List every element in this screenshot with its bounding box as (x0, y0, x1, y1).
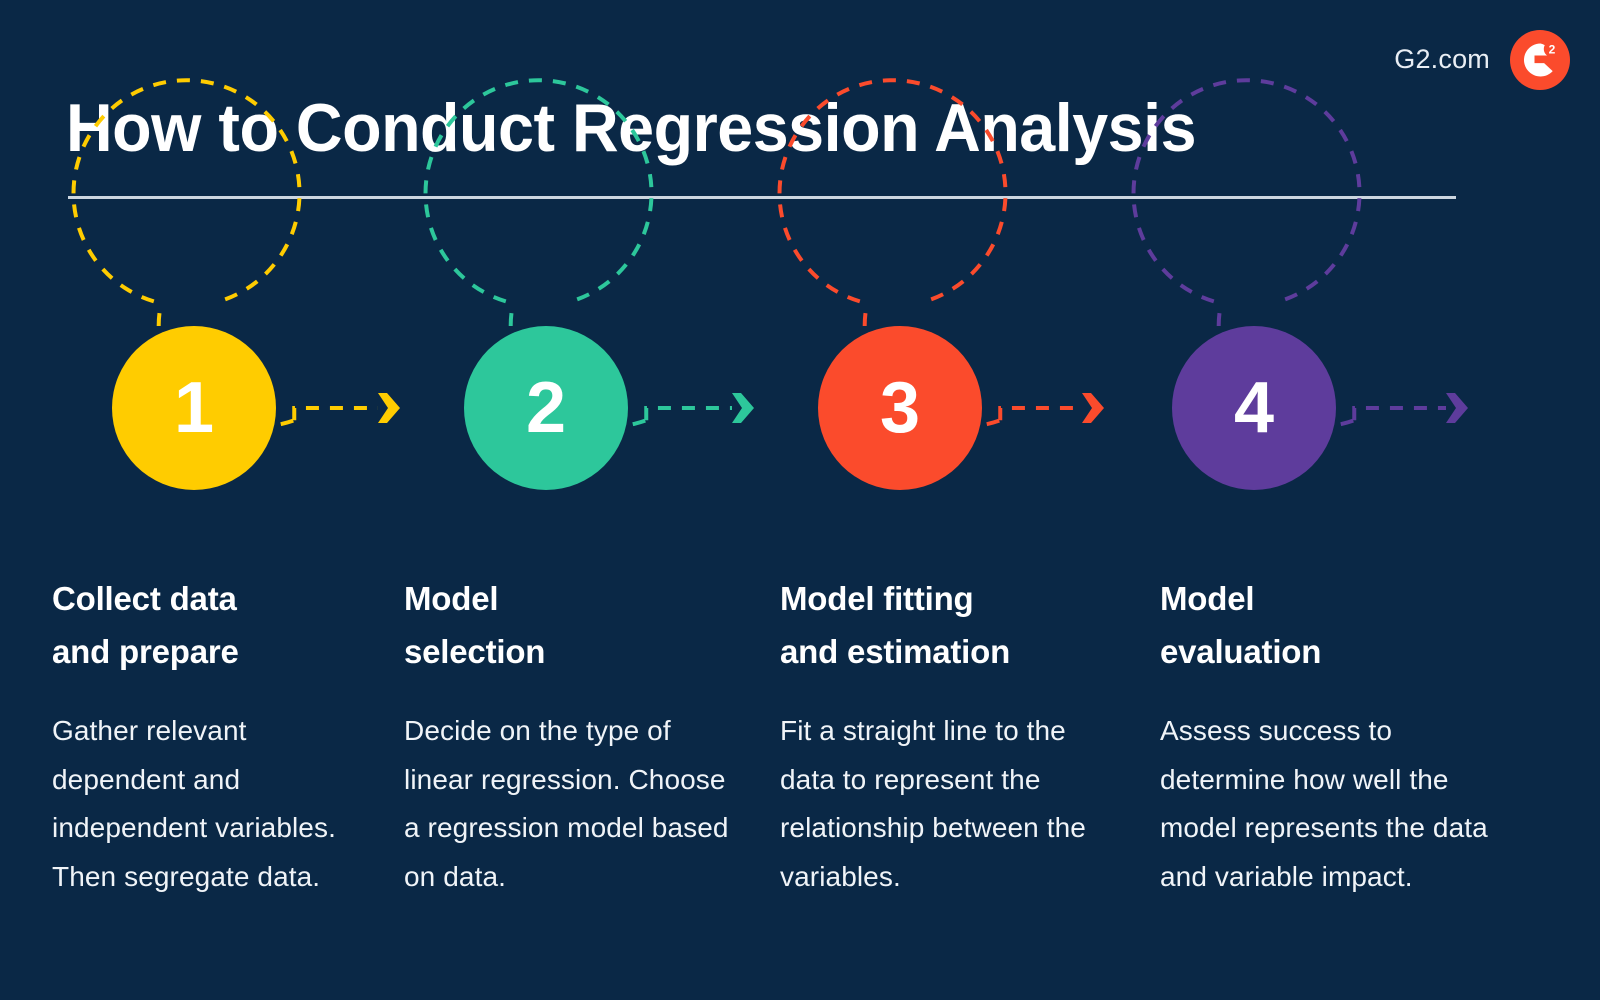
brand-label: G2.com (1394, 44, 1490, 74)
step-circle-2[interactable]: 2 (464, 326, 628, 490)
step-connector-line-4 (1352, 406, 1446, 421)
step-circle-3[interactable]: 3 (818, 326, 982, 490)
step-body-2: Decide on the type of linear regression.… (404, 714, 729, 893)
step-connector-line-3 (998, 406, 1082, 421)
step-arc-outer-4 (1131, 78, 1362, 304)
step-column-4: Model evaluation Assess success to deter… (1160, 572, 1490, 902)
step-column-3: Model fitting and estimation Fit a strai… (780, 572, 1125, 902)
step-arc-outer-3 (777, 78, 1008, 304)
step-body-3: Fit a straight line to the data to repre… (780, 714, 1086, 893)
step-column-2: Model selection Decide on the type of li… (404, 572, 744, 902)
step-arrow-head-1 (378, 393, 400, 423)
step-arc-outer-1 (71, 78, 302, 304)
step-circle-4[interactable]: 4 (1172, 326, 1336, 490)
title-divider (68, 196, 1456, 199)
step-arrow-head-4 (1446, 393, 1468, 423)
step-heading-4: Model evaluation (1160, 580, 1322, 671)
svg-text:2: 2 (1549, 42, 1556, 56)
step-heading-1: Collect data and prepare (52, 580, 239, 671)
step-number-2: 2 (525, 368, 567, 448)
step-number-4: 4 (1233, 368, 1275, 448)
step-connector-line-1 (292, 406, 378, 421)
step-arc-outer-2 (423, 78, 654, 304)
step-column-1: Collect data and prepare Gather relevant… (52, 572, 382, 902)
step-heading-2: Model selection (404, 580, 546, 671)
step-body-4: Assess success to determine how well the… (1160, 714, 1488, 893)
step-body-1: Gather relevant dependent and independen… (52, 714, 336, 893)
g2-logo-icon: 2 (1510, 30, 1570, 90)
step-heading-3: Model fitting and estimation (780, 580, 1011, 671)
step-arrow-head-3 (1082, 393, 1104, 423)
step-number-1: 1 (173, 368, 215, 448)
step-number-3: 3 (879, 368, 921, 448)
step-connector-line-2 (644, 406, 732, 421)
step-circle-1[interactable]: 1 (112, 326, 276, 490)
step-arrow-head-2 (732, 393, 754, 423)
